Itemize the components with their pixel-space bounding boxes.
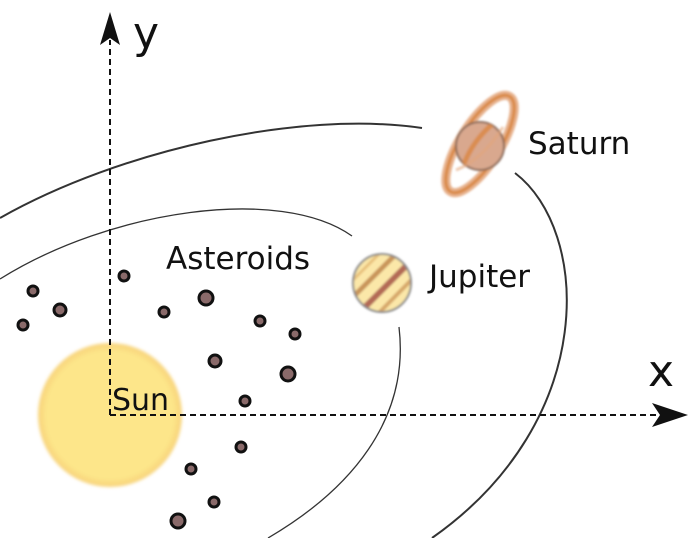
asteroid <box>288 327 302 341</box>
asteroid <box>52 302 68 318</box>
asteroid <box>117 269 131 283</box>
y-axis-label: y <box>133 8 159 59</box>
asteroid <box>157 305 171 319</box>
asteroid <box>16 318 30 332</box>
asteroid <box>238 394 252 408</box>
asteroid <box>184 462 198 476</box>
asteroid <box>197 289 215 307</box>
asteroid <box>234 440 248 454</box>
saturn-label: Saturn <box>528 126 630 162</box>
jupiter-orbit <box>0 208 353 280</box>
saturn-orbit-lower <box>431 172 568 538</box>
asteroids-label: Asteroids <box>166 241 310 277</box>
saturn-orbit <box>0 122 423 219</box>
asteroid <box>253 314 267 328</box>
jupiter-orbit-lower <box>267 326 401 538</box>
asteroid <box>207 353 223 369</box>
asteroid <box>207 495 221 509</box>
x-axis-label: x <box>648 346 674 397</box>
sun-label: Sun <box>112 383 169 418</box>
asteroid <box>169 512 187 530</box>
asteroid <box>279 365 297 383</box>
asteroid <box>26 284 40 298</box>
jupiter-label: Jupiter <box>427 259 530 295</box>
asteroid-belt <box>16 269 302 530</box>
x-axis-arrow-icon <box>652 403 688 427</box>
saturn <box>441 90 519 198</box>
jupiter <box>352 253 412 313</box>
y-axis-arrow-icon <box>100 12 120 45</box>
